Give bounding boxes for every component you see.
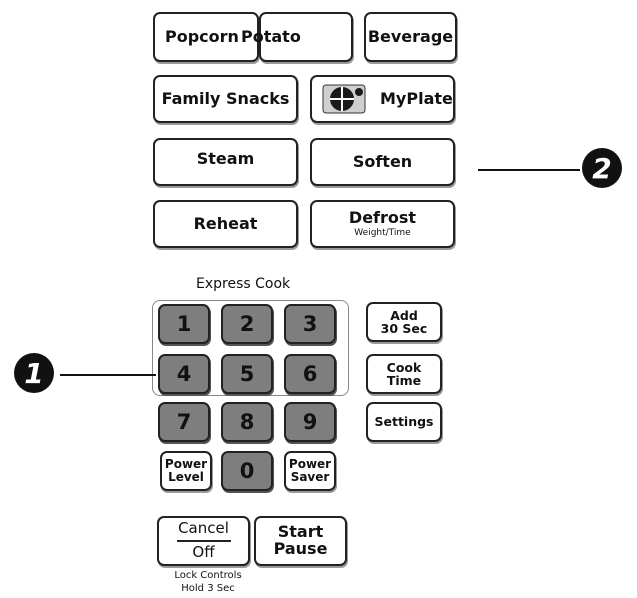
lock-controls-line-2: Hold 3 Sec bbox=[181, 582, 235, 594]
power-level-label-1: Power bbox=[164, 457, 208, 472]
defrost-label: Defrost bbox=[348, 207, 417, 227]
key-1[interactable]: 1 bbox=[158, 304, 210, 344]
add-label-2: 30 Sec bbox=[380, 321, 428, 336]
key-5[interactable]: 5 bbox=[221, 354, 273, 394]
callout-1-badge: 1 bbox=[14, 353, 54, 393]
myplate-button[interactable]: MyPlate bbox=[310, 75, 455, 123]
off-label: Off bbox=[192, 543, 215, 561]
callout-2-number: 2 bbox=[592, 151, 612, 185]
myplate-label: MyPlate bbox=[380, 88, 453, 108]
express-cook-bracket bbox=[152, 300, 349, 396]
start-pause-button[interactable]: Start Pause bbox=[254, 516, 347, 566]
popcorn-button[interactable]: Popcorn bbox=[153, 12, 259, 62]
beverage-label: Beverage bbox=[367, 26, 454, 46]
add-label-1: Add bbox=[390, 307, 418, 323]
family-snacks-label: Family Snacks bbox=[161, 88, 290, 108]
defrost-sublabel: Weight/Time bbox=[354, 227, 411, 238]
potato-button[interactable]: Potato bbox=[241, 12, 353, 62]
start-label: Start bbox=[277, 522, 324, 542]
key-9[interactable]: 9 bbox=[284, 402, 336, 442]
key-8[interactable]: 8 bbox=[221, 402, 273, 442]
callout-2-badge: 2 bbox=[582, 148, 622, 188]
lock-controls-caption: Lock Controls Hold 3 Sec bbox=[160, 570, 256, 595]
steam-label: Steam bbox=[196, 148, 255, 168]
power-saver-button[interactable]: Power Saver bbox=[284, 451, 336, 491]
soften-button[interactable]: Soften bbox=[310, 138, 455, 186]
popcorn-label: Popcorn bbox=[165, 26, 239, 46]
pause-label: Pause bbox=[273, 539, 328, 558]
potato-label: Potato bbox=[241, 26, 301, 46]
callout-2-line bbox=[478, 169, 580, 171]
cancel-off-divider bbox=[176, 540, 231, 542]
power-saver-label-1: Power bbox=[288, 457, 332, 472]
beverage-button[interactable]: Beverage bbox=[364, 12, 457, 62]
key-7[interactable]: 7 bbox=[158, 402, 210, 442]
power-level-button[interactable]: Power Level bbox=[160, 451, 212, 491]
lock-controls-line-1: Lock Controls bbox=[174, 570, 242, 581]
family-snacks-button[interactable]: Family Snacks bbox=[153, 75, 298, 123]
key-2[interactable]: 2 bbox=[221, 304, 273, 344]
add-30-sec-button[interactable]: Add 30 Sec bbox=[366, 302, 442, 342]
steam-button[interactable]: Steam bbox=[153, 138, 298, 186]
cook-time-label-1: Cook bbox=[386, 359, 422, 375]
callout-1-line bbox=[60, 374, 156, 376]
reheat-button[interactable]: Reheat bbox=[153, 200, 298, 248]
cook-time-button[interactable]: Cook Time bbox=[366, 354, 442, 394]
key-4[interactable]: 4 bbox=[158, 354, 210, 394]
cook-time-label-2: Time bbox=[386, 373, 422, 388]
defrost-button[interactable]: Defrost Weight/Time bbox=[310, 200, 455, 248]
power-level-label-2: Level bbox=[168, 470, 204, 484]
power-saver-label-2: Saver bbox=[290, 470, 330, 484]
key-3[interactable]: 3 bbox=[284, 304, 336, 344]
soften-label: Soften bbox=[352, 151, 413, 171]
settings-label: Settings bbox=[374, 414, 434, 430]
cancel-off-button[interactable]: Cancel Off bbox=[157, 516, 250, 566]
key-6[interactable]: 6 bbox=[284, 354, 336, 394]
callout-1-number: 1 bbox=[24, 356, 44, 390]
cancel-label: Cancel bbox=[178, 519, 229, 538]
myplate-icon bbox=[322, 84, 366, 114]
reheat-label: Reheat bbox=[193, 213, 258, 233]
express-cook-label: Express Cook bbox=[196, 276, 291, 292]
key-0[interactable]: 0 bbox=[221, 451, 273, 491]
settings-button[interactable]: Settings bbox=[366, 402, 442, 442]
